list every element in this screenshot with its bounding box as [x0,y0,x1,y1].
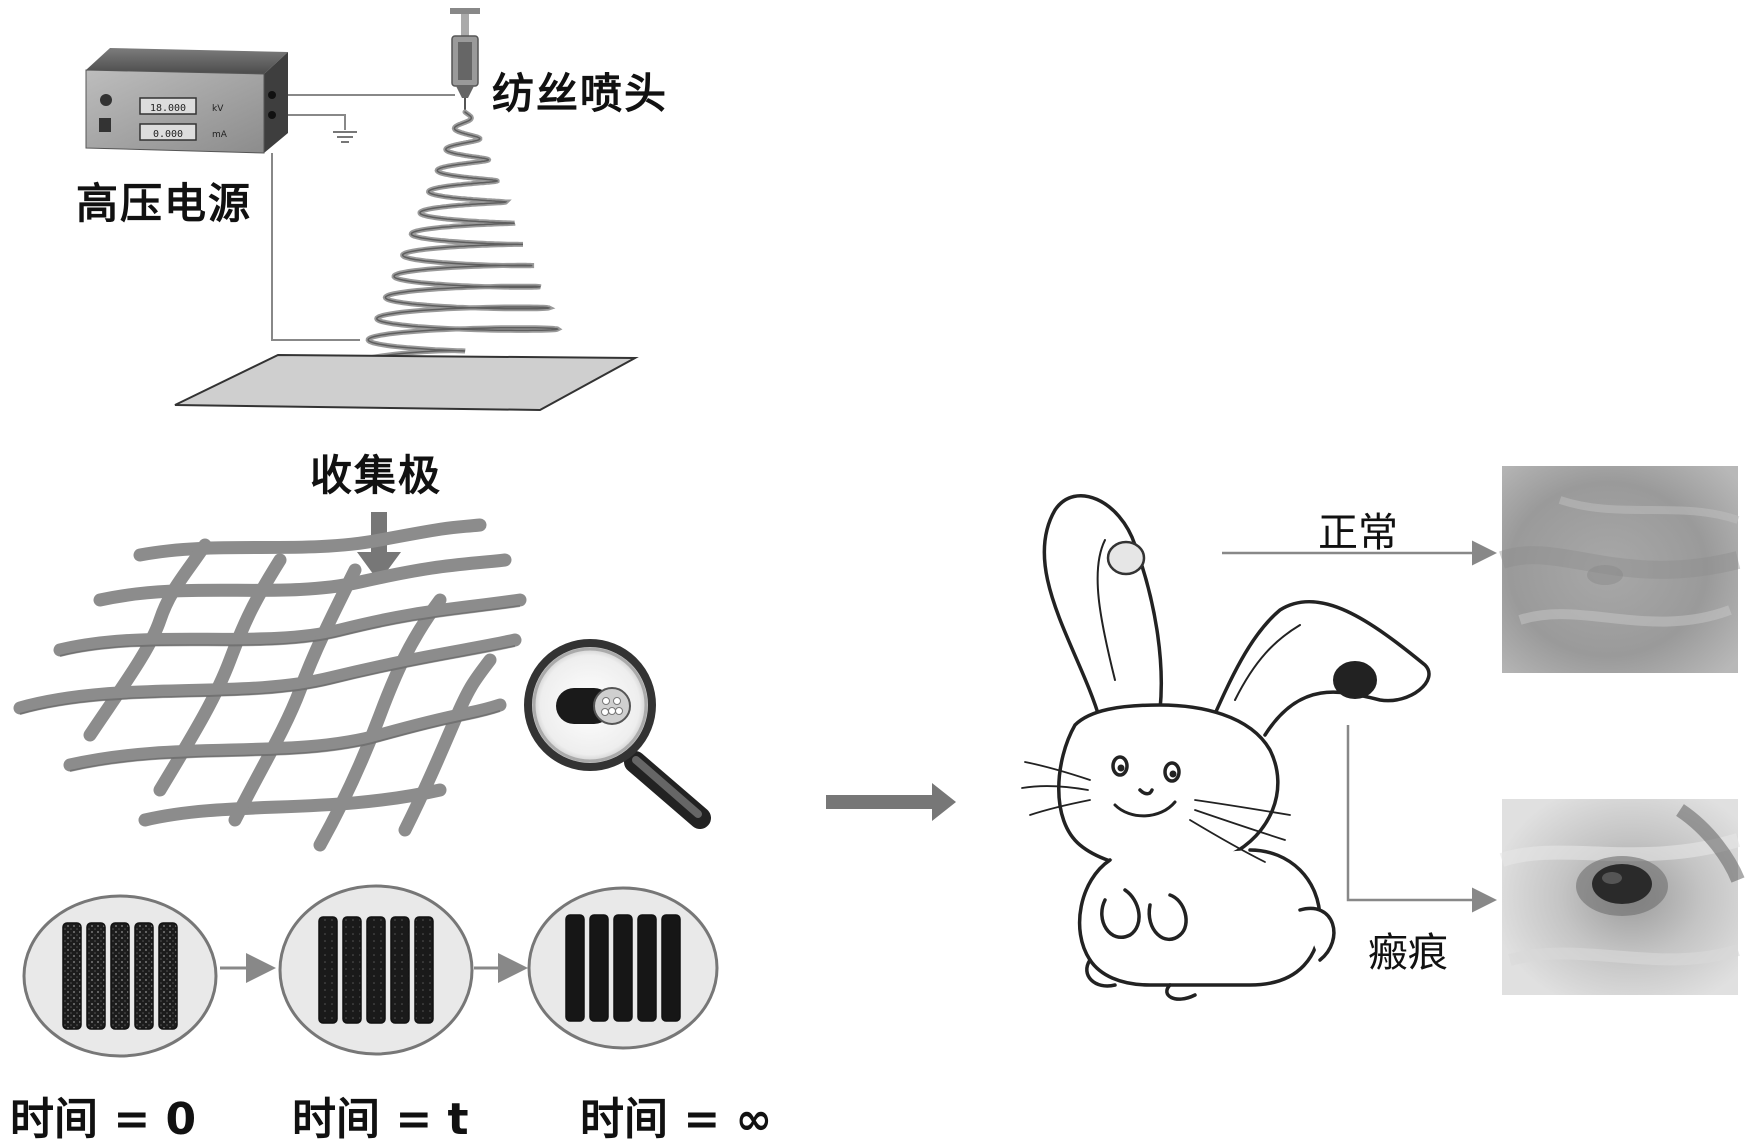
stage-0-fiber-2 [86,922,106,1030]
stage-0-fiber-1 [62,922,82,1030]
voltage-unit: kV [212,104,224,114]
degradation-stage-t [278,884,474,1056]
scar-wound-site [1333,661,1377,699]
syringe-icon [450,8,480,112]
current-display [139,123,197,141]
time-t-label: 时间 = t [292,1094,469,1145]
voltage-reading: 18.000 [150,103,186,114]
power-switch-icon [99,118,111,132]
current-reading: 0.000 [153,129,183,140]
ground-icon [333,131,357,143]
collector-label: 收集极 [310,451,443,500]
normal-skin-photo [1499,466,1741,673]
time-zero-label: 时间 = 0 [10,1094,197,1145]
stage-infinity-fiber-1 [565,914,585,1022]
stage-0-fiber-5 [158,922,178,1030]
scar-label: 瘢痕 [1368,930,1448,976]
fiber-mat [13,518,527,852]
scar-skin-photo [1499,799,1745,995]
stage-t-fiber-5 [414,916,434,1024]
stage-0-fiber-4 [134,922,154,1030]
stage-infinity-fiber-3 [613,914,633,1022]
stage-t-fiber-3 [366,916,386,1024]
rabbit-illustration [1021,493,1431,1001]
current-unit: mA [212,130,228,140]
right-arrow-icon [826,783,956,821]
degradation-stage-infinity [527,886,719,1050]
stage-infinity-fiber-5 [661,914,681,1022]
normal-wound-site [1106,540,1146,576]
scar-arrow [1346,725,1497,913]
magnifier-icon [524,639,711,829]
stage-0-fiber-3 [110,922,130,1030]
power-supply-label: 高压电源 [76,179,253,228]
voltage-display [139,97,197,115]
power-knob-icon [100,94,112,106]
stage-t-fiber-2 [342,916,362,1024]
wiring [271,94,455,341]
high-voltage-power-supply: 18.000 0.000 kV mA [85,48,288,154]
collector-plate [174,353,639,412]
normal-label: 正常 [1318,510,1398,556]
time-infinity-label: 时间 = ∞ [580,1094,773,1145]
stage-infinity-fiber-4 [637,914,657,1022]
stage-t-fiber-4 [390,916,410,1024]
stage-t-fiber-1 [318,916,338,1024]
fiber-jet-spiral [347,109,563,365]
degradation-stage-0 [22,894,218,1058]
spinneret-label: 纺丝喷头 [492,69,669,118]
fiber-mat-shading [19,605,521,772]
stage-infinity-fiber-2 [589,914,609,1022]
